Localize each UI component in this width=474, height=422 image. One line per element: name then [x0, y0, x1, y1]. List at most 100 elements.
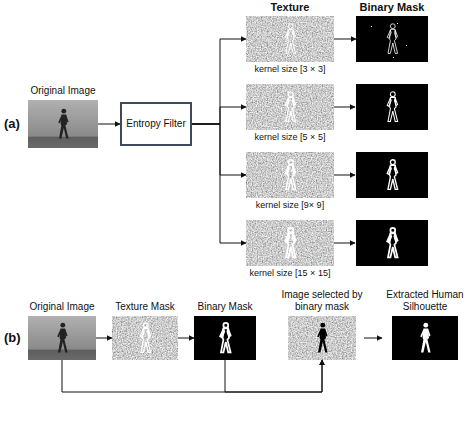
flow-arrow: [98, 124, 120, 125]
image-node: Extracted Human Silhouette: [382, 289, 468, 360]
image-area: [246, 220, 334, 266]
flow-arrow: [192, 39, 246, 124]
binary-mask-image: [356, 16, 428, 266]
pipeline-image: [420, 323, 430, 353]
binary-mask-image: [387, 228, 397, 258]
image-area: [280, 316, 364, 360]
image-node: Texture Mask: [112, 301, 178, 360]
mask-arrow: [334, 175, 355, 176]
process-box: Entropy Filter: [120, 102, 192, 146]
original-image: [58, 109, 68, 139]
image-heading: Original Image: [28, 85, 98, 100]
texture-image: [246, 220, 334, 266]
binary-mask-image: [356, 152, 428, 198]
original-image: [28, 100, 98, 148]
caption-area: kernel size [3 × 3]: [246, 62, 334, 75]
image-node: kernel size [15 × 15]: [246, 220, 334, 279]
heading-area: Binary Mask: [194, 301, 256, 316]
image-caption: kernel size [9× 9]: [246, 198, 334, 211]
caption-area: kernel size [9× 9]: [246, 198, 334, 211]
texture-image: [285, 24, 295, 54]
image-node: Texture kernel size [3 × 3]: [246, 1, 334, 75]
image-heading: Binary Mask: [356, 1, 428, 16]
binary-mask-image: [356, 16, 428, 62]
heading-area: Image selected by binary mask: [280, 289, 364, 316]
image-area: [194, 316, 256, 360]
texture-image: [246, 152, 334, 198]
image-heading: Binary Mask: [194, 301, 256, 316]
binary-mask-image: [387, 92, 397, 122]
pipeline-image: [317, 323, 327, 353]
flow-arrow: [364, 338, 382, 339]
box-label: Entropy Filter: [126, 118, 185, 130]
image-node: Binary Mask: [194, 301, 256, 360]
flow-arrow: [96, 338, 112, 339]
texture-image: [246, 84, 334, 130]
binary-mask-image: [387, 24, 397, 54]
texture-image: [285, 92, 295, 122]
image-caption: kernel size [5 × 5]: [246, 130, 334, 143]
image-node: Binary Mask: [356, 1, 428, 62]
pipeline-image: [194, 316, 256, 360]
pipeline-image: [112, 316, 178, 360]
image-area: [356, 16, 428, 62]
heading-area: Extracted Human Silhouette: [382, 289, 468, 316]
pipeline-image: [28, 316, 96, 360]
caption-area: kernel size [15 × 15]: [246, 266, 334, 279]
heading-area: Binary Mask: [356, 1, 428, 16]
image-heading: Texture: [246, 1, 334, 16]
part-label: (b): [4, 330, 21, 345]
image-caption: kernel size [15 × 15]: [246, 266, 334, 279]
image-heading: Extracted Human Silhouette: [382, 289, 468, 316]
flow-arrow: [225, 360, 322, 392]
caption-area: kernel size [5 × 5]: [246, 130, 334, 143]
image-area: [246, 152, 334, 198]
heading-area: Texture Mask: [112, 301, 178, 316]
texture-image: [246, 16, 334, 266]
flow-arrow: [334, 39, 356, 40]
texture-image: [285, 228, 295, 258]
image-area: [382, 316, 468, 360]
image-caption: kernel size [3 × 3]: [246, 62, 334, 75]
flow-arrow: [192, 124, 246, 175]
pipeline-image: [57, 323, 67, 353]
image-area: [246, 16, 334, 62]
flow-arrow: [192, 107, 246, 124]
image-node: kernel size [5 × 5]: [246, 84, 334, 143]
pipeline-image: [288, 316, 356, 360]
heading-area: Original Image: [28, 301, 96, 316]
image-heading: Original Image: [28, 301, 96, 316]
binary-mask-image: [356, 84, 428, 130]
image-heading: Image selected by binary mask: [280, 289, 364, 316]
texture-image: [246, 16, 334, 62]
image-area: [28, 316, 96, 360]
image-node: Original Image: [28, 85, 98, 148]
image-area: [246, 84, 334, 130]
image-node: Original Image: [28, 301, 96, 360]
pipeline-image: [392, 316, 458, 360]
image-node: kernel size [9× 9]: [246, 152, 334, 211]
pipeline-image: [28, 316, 458, 360]
flow-arrow: [178, 338, 194, 339]
part-label: (a): [4, 116, 20, 131]
flow-arrow: [62, 360, 322, 392]
original-image: [28, 100, 98, 148]
flow-arrow: [192, 124, 246, 243]
mask-arrow: [334, 243, 355, 244]
binary-mask-image: [356, 16, 428, 62]
texture-image: [285, 160, 295, 190]
pipeline-image: [140, 323, 150, 353]
pipeline-image: [220, 323, 230, 353]
image-heading: Texture Mask: [112, 301, 178, 316]
heading-area: Texture: [246, 1, 334, 16]
image-area: [112, 316, 178, 360]
image-node: Image selected by binary mask: [280, 289, 364, 360]
mask-arrow: [334, 107, 355, 108]
mask-arrow: [334, 107, 355, 243]
binary-mask-image: [387, 160, 397, 190]
binary-mask-image: [356, 220, 428, 266]
image-area: [28, 100, 98, 148]
heading-area: Original Image: [28, 85, 98, 100]
